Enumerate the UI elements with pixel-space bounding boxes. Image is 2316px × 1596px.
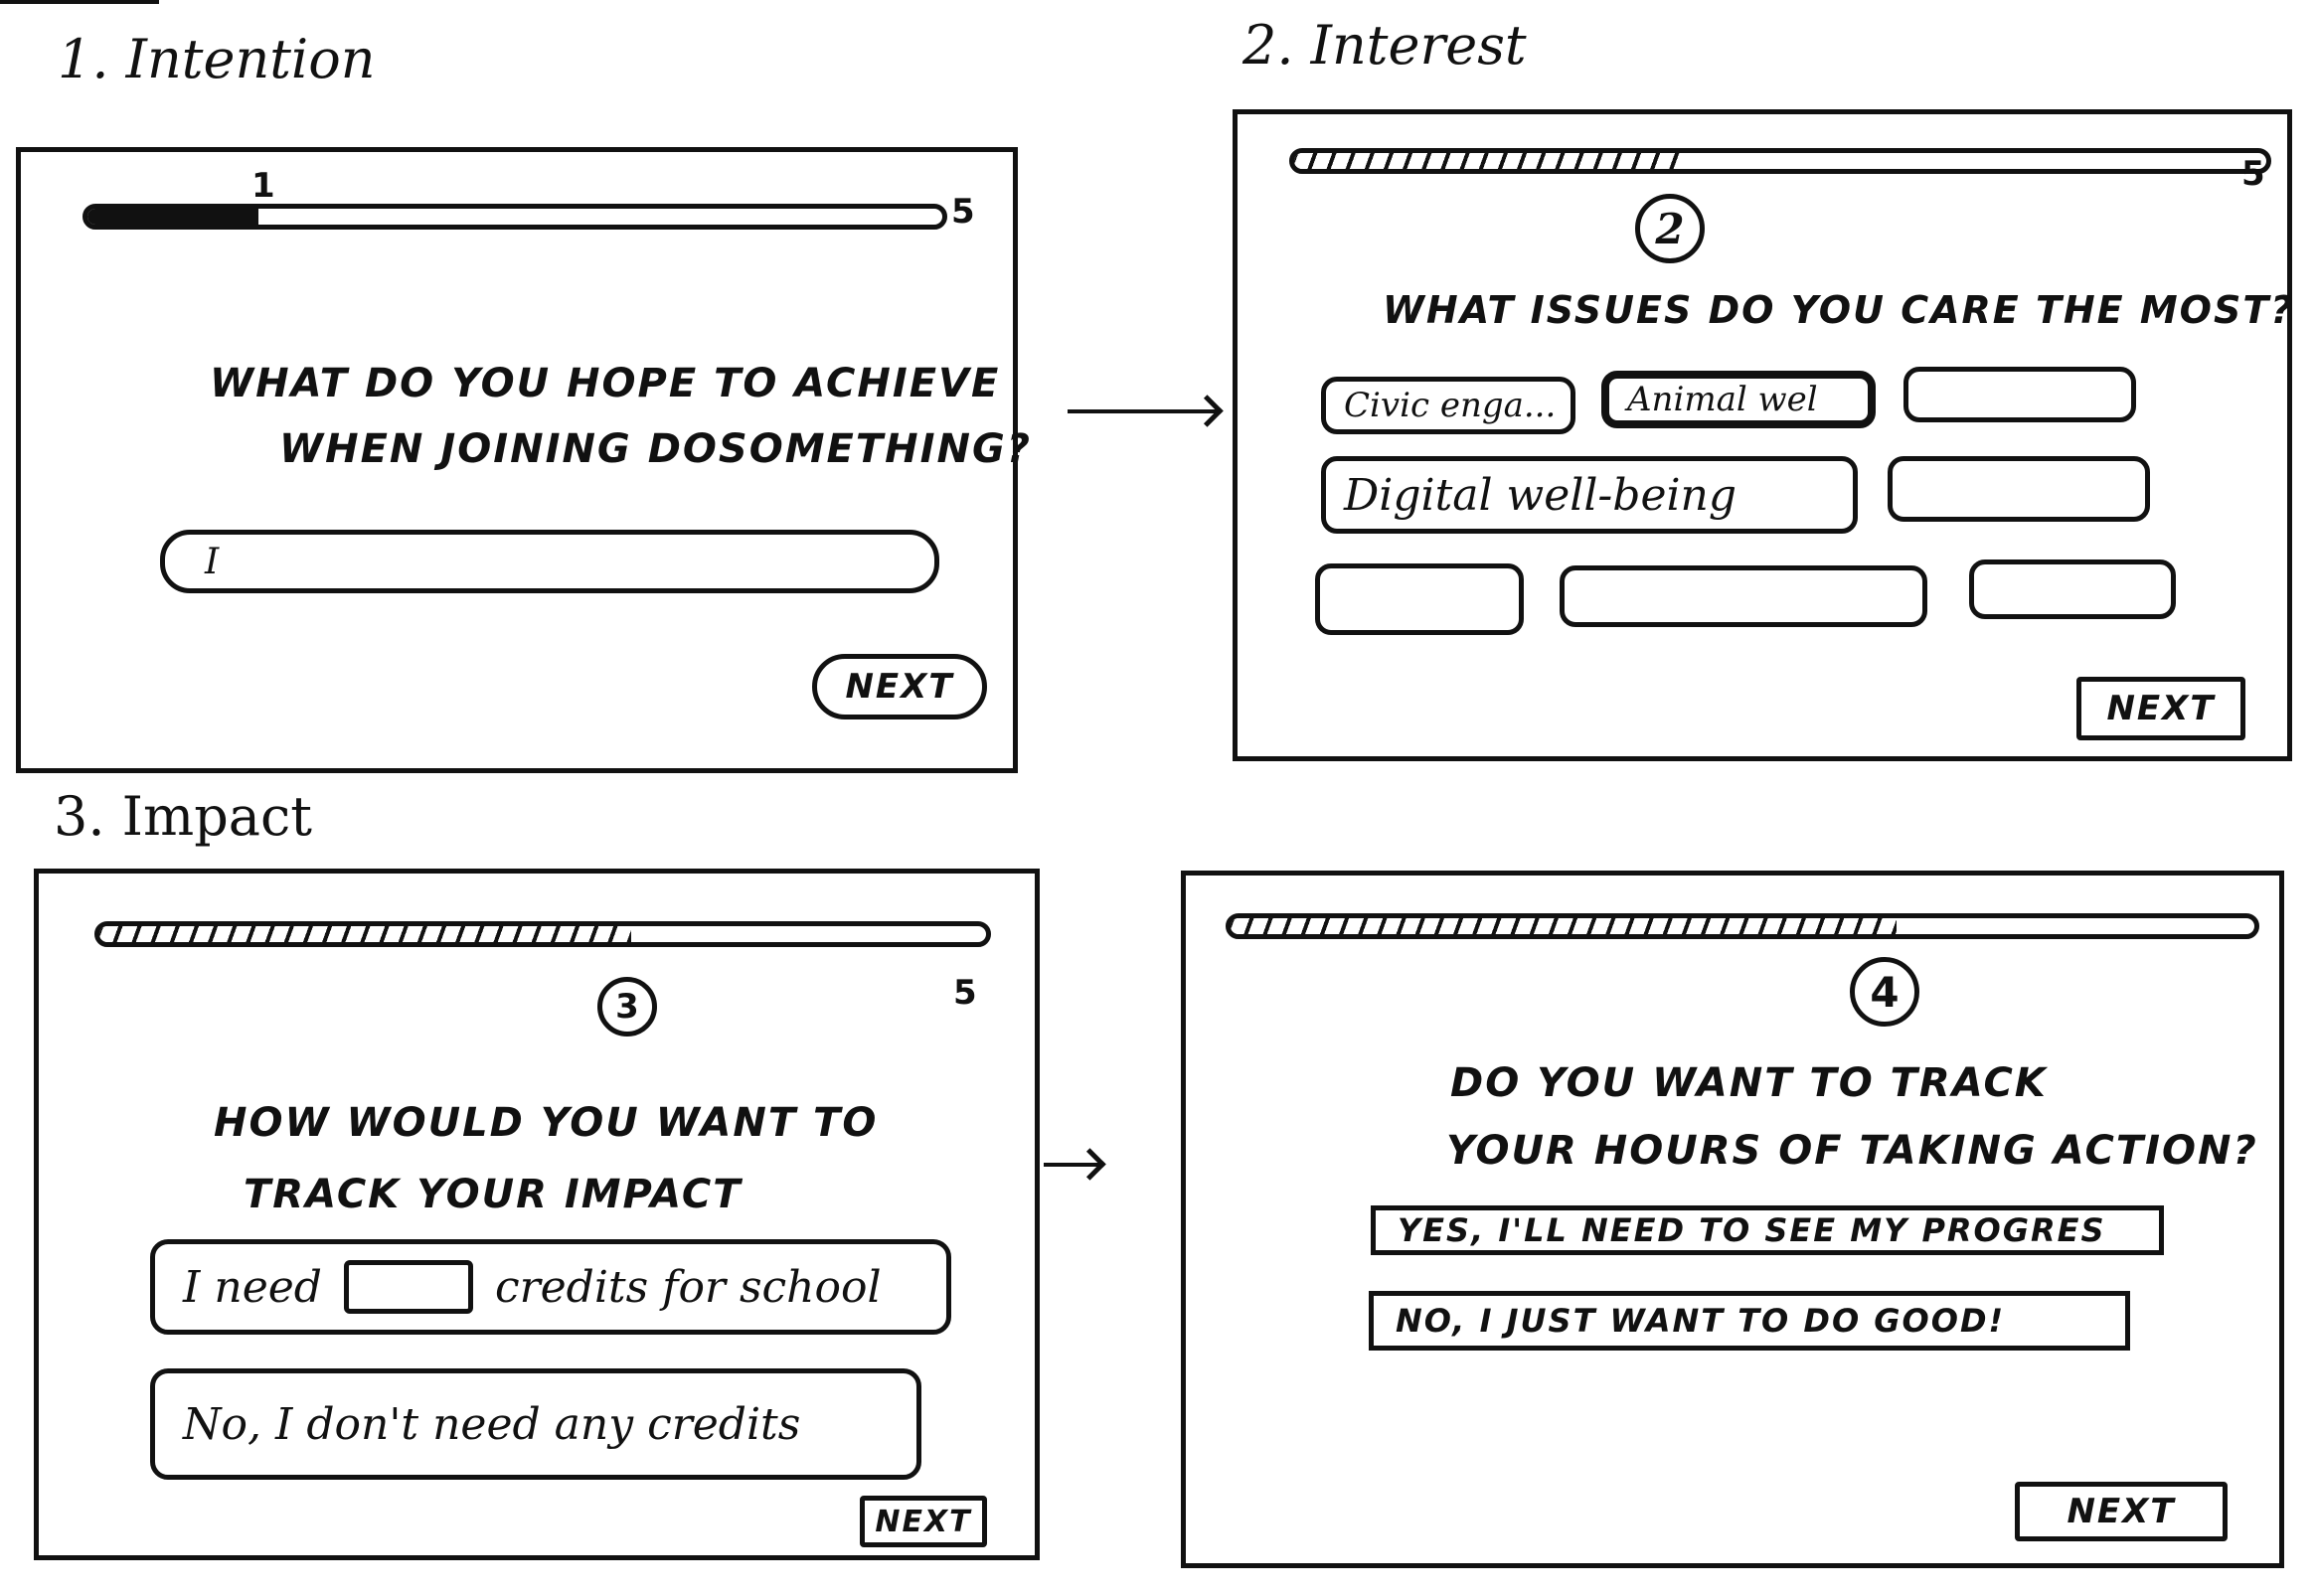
option-no-track[interactable]: NO, I JUST WANT TO DO GOOD!	[1369, 1291, 2130, 1351]
input-text: I	[205, 541, 220, 582]
step-2-title: 2. Interest	[1242, 14, 1527, 77]
option-need-credits[interactable]: I need credits for school	[150, 1239, 951, 1335]
chip-animal-welfare[interactable]: Animal wel	[1601, 371, 1876, 428]
credits-amount-input[interactable]	[343, 1260, 473, 1314]
progress-bar	[1289, 148, 2271, 174]
progress-bar	[1226, 913, 2259, 939]
question: WHAT ISSUES DO YOU CARE THE MOST?	[1383, 288, 2295, 332]
question-line-2: TRACK YOUR IMPACT	[244, 1172, 743, 1217]
progress-current-step: 2	[1635, 194, 1705, 263]
progress-current-step: 1	[251, 166, 275, 206]
progress-bar	[83, 204, 947, 230]
chip-empty-5[interactable]	[1969, 559, 2176, 619]
arrow-right-icon	[1044, 1163, 1099, 1167]
question-line-1: WHAT DO YOU HOPE TO ACHIEVE	[210, 361, 1001, 406]
chip-empty-3[interactable]	[1315, 563, 1524, 635]
progress-total-steps: 5	[2241, 154, 2265, 194]
option-yes-track[interactable]: YES, I'LL NEED TO SEE MY PROGRES	[1371, 1205, 2164, 1255]
top-rule	[0, 0, 159, 4]
next-button[interactable]: NEXT	[2015, 1482, 2228, 1541]
chip-empty-4[interactable]	[1560, 565, 1927, 627]
intention-input[interactable]: I	[160, 530, 939, 593]
progress-fill	[1294, 153, 1684, 169]
chip-digital-well-being[interactable]: Digital well-being	[1321, 456, 1858, 534]
progress-bar	[94, 921, 991, 947]
question-line-2: WHEN JOINING DOSOMETHING?	[279, 426, 1032, 472]
question-line-2: YOUR HOURS OF TAKING ACTION?	[1446, 1128, 2258, 1174]
chip-empty-1[interactable]	[1903, 367, 2136, 422]
next-button[interactable]: NEXT	[860, 1496, 987, 1547]
option-no-credits[interactable]: No, I don't need any credits	[150, 1368, 921, 1480]
option-suffix: credits for school	[494, 1261, 882, 1313]
progress-fill	[1231, 918, 1897, 934]
progress-total-steps: 5	[951, 192, 975, 232]
screen-impact: 3 5 HOW WOULD YOU WANT TO TRACK YOUR IMP…	[34, 869, 1040, 1560]
progress-total-steps: 5	[953, 973, 977, 1013]
question-line-1: HOW WOULD YOU WANT TO	[214, 1100, 879, 1146]
screen-intention: 1 5 WHAT DO YOU HOPE TO ACHIEVE WHEN JOI…	[16, 147, 1030, 773]
step-1-title: 1. Intention	[58, 28, 376, 90]
progress-fill	[99, 926, 632, 942]
chip-empty-2[interactable]	[1888, 456, 2150, 522]
progress-current-step: 4	[1850, 957, 1919, 1027]
screen-track-hours: 4 DO YOU WANT TO TRACK YOUR HOURS OF TAK…	[1181, 871, 2284, 1568]
question-line-1: DO YOU WANT TO TRACK	[1450, 1060, 2048, 1106]
arrow-right-icon	[1068, 409, 1217, 413]
progress-fill	[87, 209, 258, 225]
chip-civic-engagement[interactable]: Civic enga...	[1321, 377, 1575, 434]
option-prefix: I need	[183, 1261, 322, 1313]
step-3-title: 3. Impact	[54, 785, 312, 848]
next-button[interactable]: NEXT	[2076, 677, 2245, 740]
screen-interest: 5 2 WHAT ISSUES DO YOU CARE THE MOST? Ci…	[1233, 109, 2292, 761]
progress-current-step: 3	[597, 977, 657, 1037]
next-button[interactable]: NEXT	[812, 654, 987, 719]
